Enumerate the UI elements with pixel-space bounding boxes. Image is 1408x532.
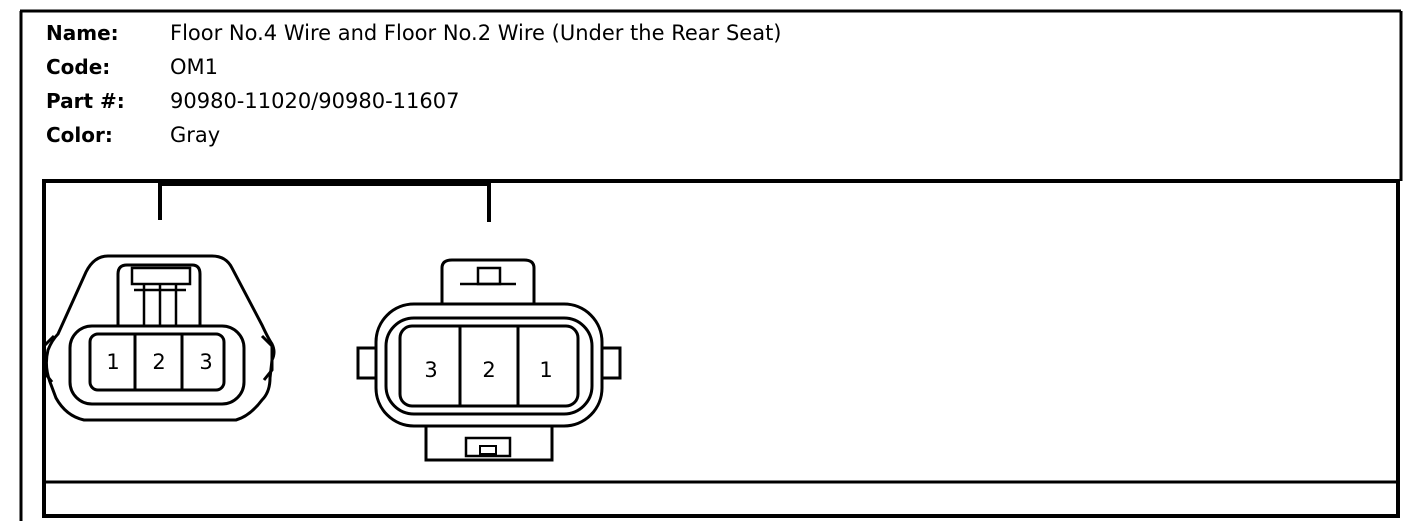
right-connector-top-latch bbox=[440, 258, 536, 304]
part-label: Part #: bbox=[46, 89, 125, 113]
name-label: Name: bbox=[46, 21, 119, 45]
right-connector-bottom-latch bbox=[424, 424, 554, 462]
right-pin-label: 2 bbox=[482, 358, 495, 382]
code-label: Code: bbox=[46, 55, 111, 79]
right-connector bbox=[356, 258, 622, 462]
left-connector bbox=[42, 254, 276, 422]
name-value: Floor No.4 Wire and Floor No.2 Wire (Und… bbox=[170, 21, 782, 45]
right-connector-face bbox=[398, 324, 580, 408]
color-label: Color: bbox=[46, 123, 113, 147]
color-value: Gray bbox=[170, 123, 221, 147]
left-pin-label: 2 bbox=[152, 350, 165, 374]
right-pin-label: 3 bbox=[424, 358, 437, 382]
left-pin-label: 1 bbox=[106, 350, 119, 374]
code-value: OM1 bbox=[170, 55, 219, 79]
part-value: 90980-11020/90980-11607 bbox=[170, 89, 460, 113]
right-pin-label: 1 bbox=[539, 358, 552, 382]
connector-bracket bbox=[158, 182, 491, 222]
left-pin-label: 3 bbox=[199, 350, 212, 374]
left-connector-pins: 1 2 3 bbox=[106, 350, 212, 374]
right-connector-pins: 3 2 1 bbox=[424, 358, 552, 382]
outer-frame bbox=[19, 9, 1403, 521]
left-connector-latch bbox=[116, 263, 202, 326]
